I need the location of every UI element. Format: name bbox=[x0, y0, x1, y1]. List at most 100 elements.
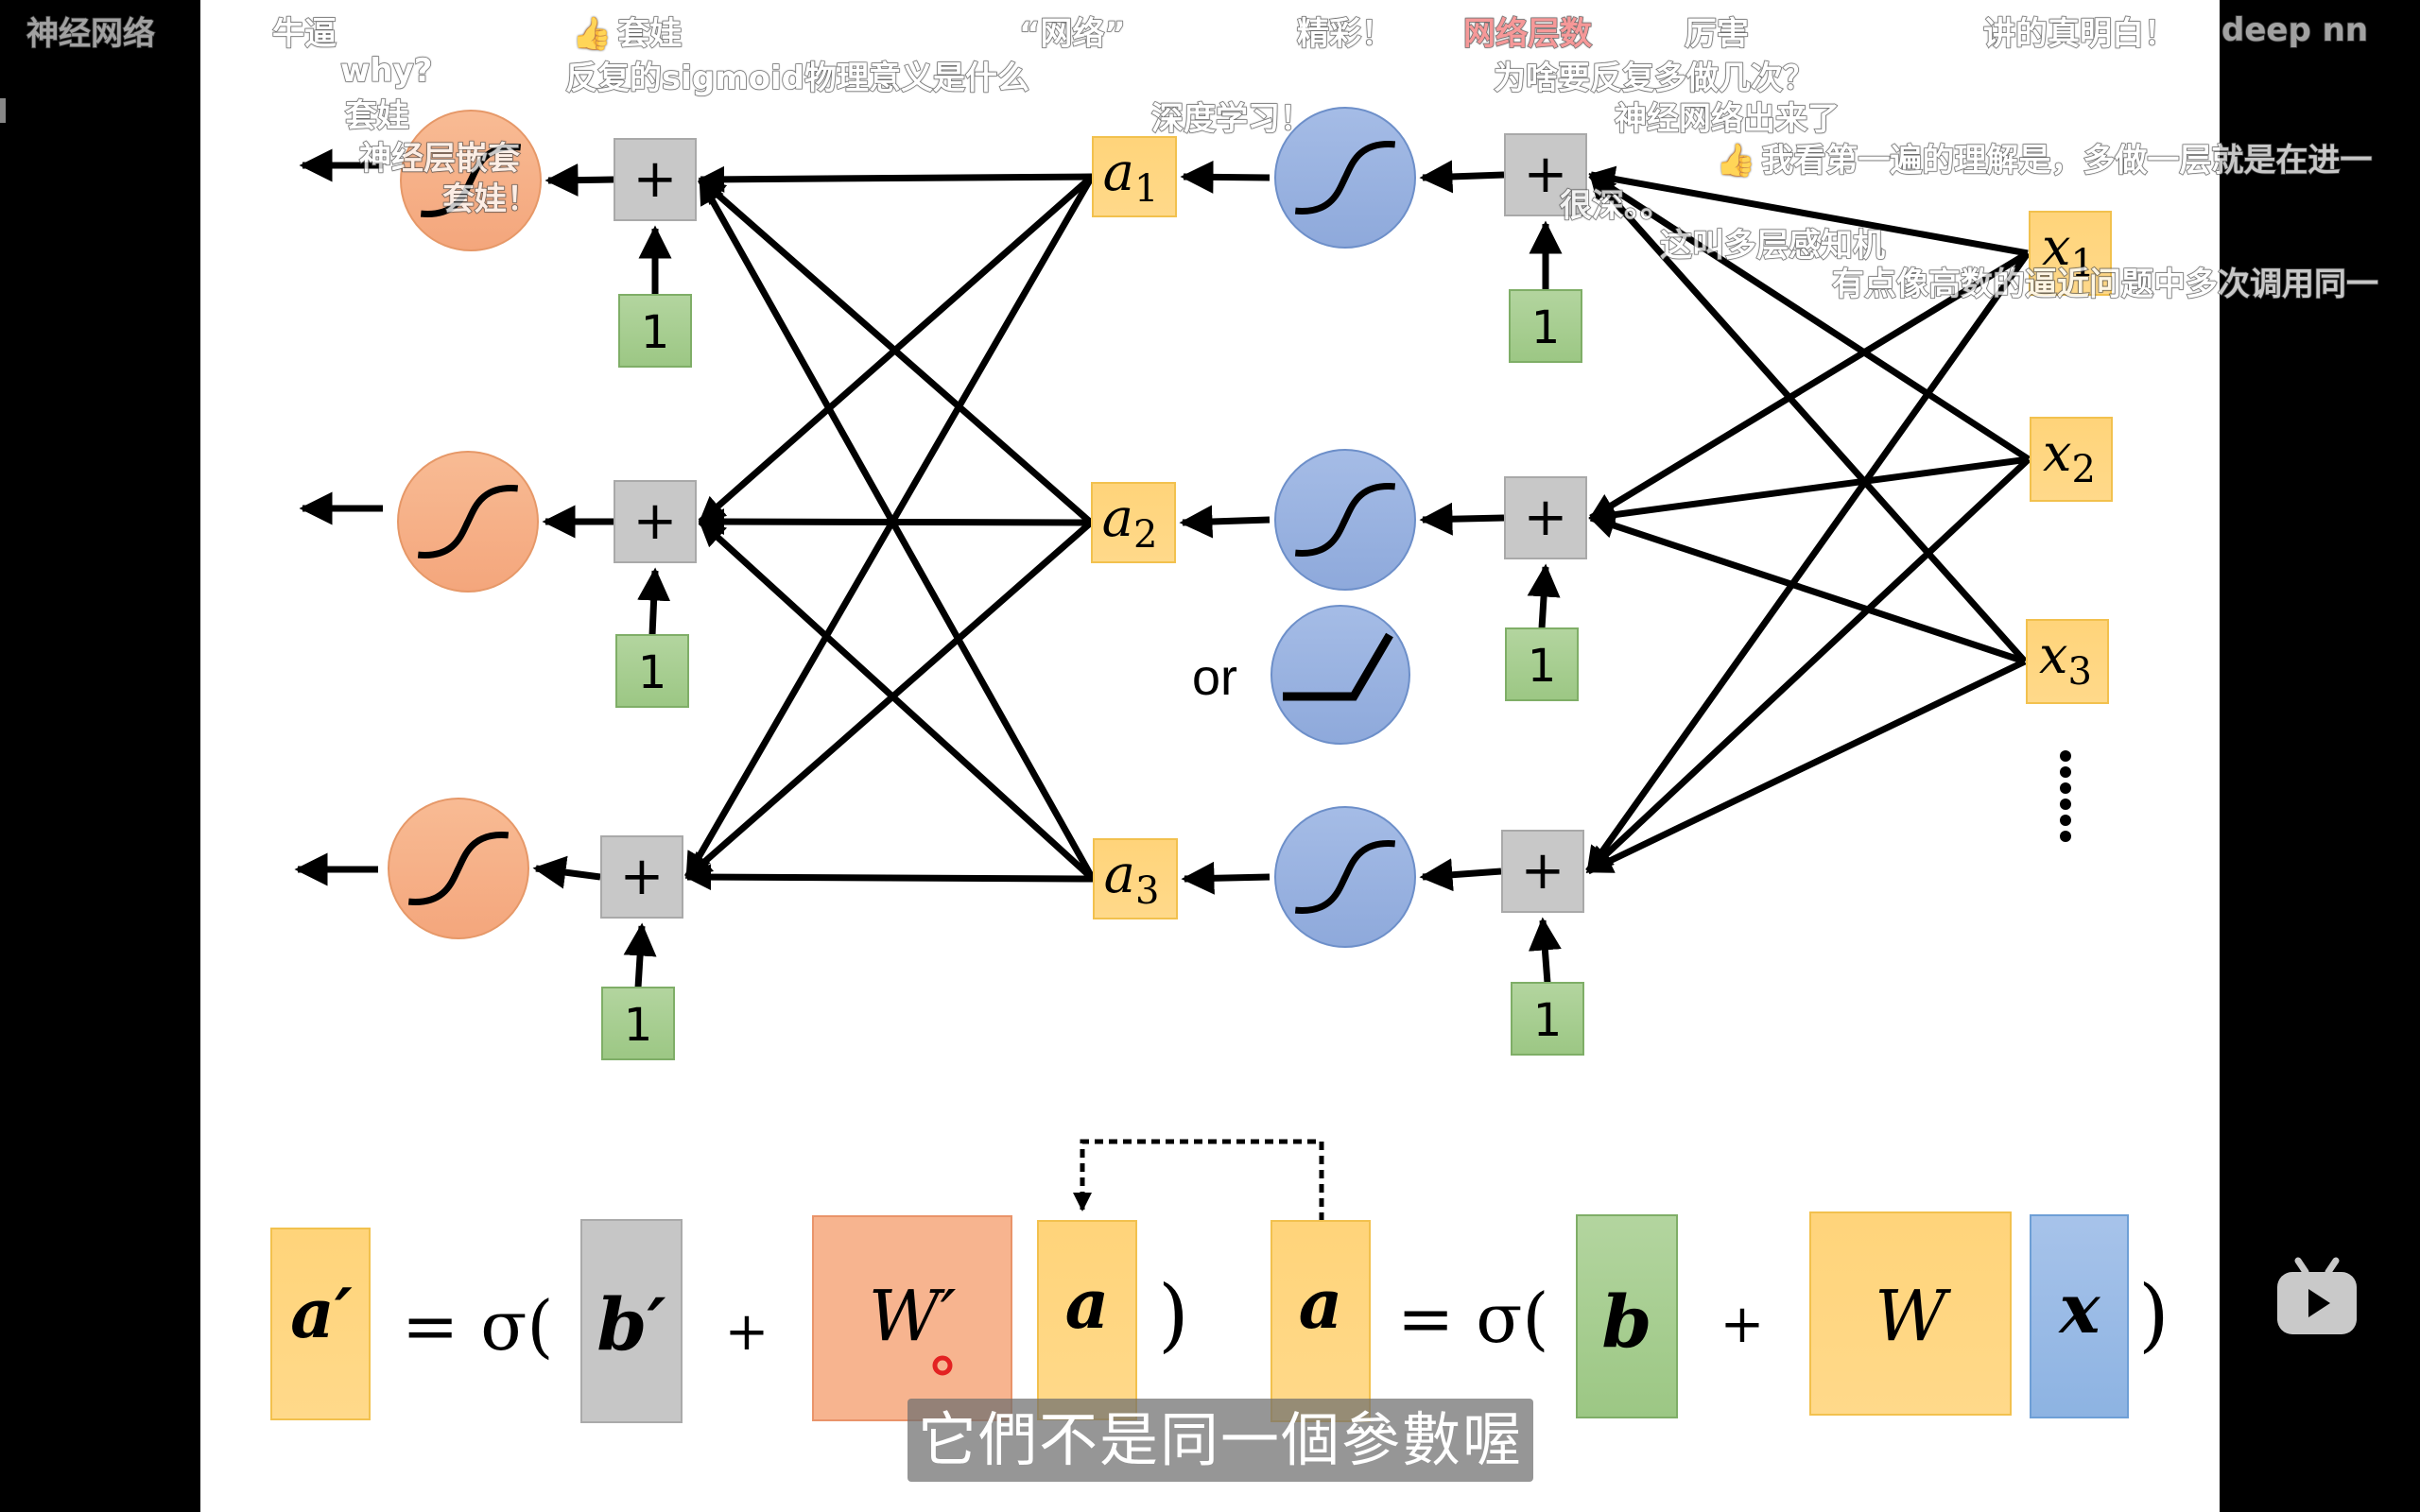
danmaku-text: 有点像高数的逼近问题中多次调用同一 bbox=[1831, 265, 2379, 304]
edge-input-3-to-sum1-2 bbox=[1588, 512, 2027, 665]
layer2-bias-arrow bbox=[623, 922, 657, 988]
eq-b: b bbox=[1601, 1280, 1651, 1364]
danmaku-text: 神经网络出来了 bbox=[1614, 99, 1841, 139]
danmaku-text: 网络层数 bbox=[1462, 14, 1593, 54]
input-node-label: x2 bbox=[2043, 423, 2096, 491]
danmaku-text: 我看第一遍的理解是，多做一层就是在进一 bbox=[1761, 141, 2374, 180]
layer2-sum-node-2 bbox=[614, 480, 697, 563]
sigmoid-icon bbox=[1294, 483, 1396, 557]
danmaku-comment[interactable]: 神经网络出来了 bbox=[1614, 93, 1841, 139]
danmaku-comment[interactable]: 深度学习！ bbox=[1150, 93, 1313, 139]
layer1-bias-node-3 bbox=[1511, 982, 1584, 1056]
danmaku-text: 反复的sigmoid物理意义是什么 bbox=[564, 59, 1030, 98]
eq-right-close: ) bbox=[2138, 1268, 2169, 1361]
layer2-bias-node-1 bbox=[618, 294, 692, 368]
bias-value: 1 bbox=[641, 306, 670, 359]
ellipsis-dot bbox=[2060, 831, 2071, 842]
layer1-sum-node-3 bbox=[1501, 830, 1584, 913]
danmaku-comment[interactable]: 神经层嵌套 bbox=[358, 132, 521, 179]
danmaku-comment[interactable]: 反复的sigmoid物理意义是什么 bbox=[564, 52, 1030, 98]
eq-x-box bbox=[2030, 1214, 2129, 1418]
layer2-bias-node-2 bbox=[615, 634, 689, 708]
danmaku-comment[interactable]: 👍套娃 bbox=[572, 8, 683, 54]
edge-hidden-3-to-sum2-2 bbox=[698, 519, 1096, 882]
eq-left-plus: + bbox=[725, 1301, 769, 1363]
danmaku-comment[interactable]: 套娃！ bbox=[441, 173, 540, 219]
input-node-1 bbox=[2029, 211, 2112, 296]
plus-icon: + bbox=[1524, 487, 1568, 548]
eq-a-left: a bbox=[1065, 1263, 1110, 1344]
eq-b-prime: b′ bbox=[596, 1282, 666, 1366]
relu-node bbox=[1270, 605, 1410, 745]
danmaku-comment[interactable]: 很深。。 bbox=[1559, 180, 1673, 226]
edge-input-1-to-sum1-1 bbox=[1588, 165, 2029, 257]
eq-w-box bbox=[1809, 1211, 2012, 1416]
equation: a′ = σ( b′ + W′ a ) a = σ( b + W x ) bbox=[270, 1139, 2169, 1423]
subtitle: 它們不是同一個參數喔 bbox=[908, 1399, 1533, 1482]
danmaku-comment[interactable]: 套娃 bbox=[344, 90, 410, 136]
danmaku-comment[interactable]: 这叫多层感知机 bbox=[1659, 219, 1886, 266]
danmaku-comment[interactable]: 精彩！ bbox=[1296, 8, 1394, 54]
sigmoid-icon bbox=[1294, 840, 1396, 914]
danmaku-comment[interactable]: “网络” bbox=[1018, 8, 1126, 54]
edge-hidden-2-to-sum2-1 bbox=[698, 177, 1094, 525]
danmaku-comment[interactable]: why? bbox=[339, 51, 433, 91]
danmaku-text: 套娃 bbox=[617, 14, 683, 54]
thumbs-up-icon: 👍 bbox=[572, 15, 613, 53]
eq-b-box bbox=[1576, 1214, 1678, 1418]
plus-icon: + bbox=[620, 846, 665, 907]
danmaku-comment[interactable]: 讲的真明白！ bbox=[1982, 8, 2177, 54]
edge-input-3-to-sum1-3 bbox=[1585, 658, 2027, 875]
bilibili-tv-icon[interactable] bbox=[2273, 1257, 2360, 1338]
danmaku-comment[interactable]: 牛逼 bbox=[271, 8, 337, 54]
activation-to-hidden-arrow bbox=[1181, 861, 1270, 895]
ellipsis-dot bbox=[2060, 766, 2071, 778]
layer1-sum-to-activation-arrow bbox=[1419, 858, 1502, 892]
layer2-sum-node-1 bbox=[614, 138, 697, 221]
input-node-2 bbox=[2030, 417, 2113, 502]
edge-input-2-to-sum1-1 bbox=[1588, 172, 2031, 462]
danmaku-text: 厉害 bbox=[1684, 14, 1750, 54]
danmaku-comment[interactable]: deep nn bbox=[2221, 10, 2369, 50]
hidden-node-3 bbox=[1093, 838, 1178, 919]
input-node-3 bbox=[2026, 619, 2109, 704]
eq-a-box-left bbox=[1037, 1220, 1137, 1420]
hidden-node-2 bbox=[1091, 482, 1176, 563]
danmaku-text: 讲的真明白！ bbox=[1982, 14, 2177, 54]
danmaku-text: deep nn bbox=[2221, 10, 2369, 50]
plus-icon: + bbox=[633, 490, 678, 552]
danmaku-comment[interactable]: 厉害 bbox=[1684, 8, 1750, 54]
danmaku-comment[interactable]: 为啥要反复多做几次？ bbox=[1493, 52, 1816, 98]
danmaku-text: 套娃 bbox=[344, 96, 410, 136]
danmaku-comment[interactable]: 👍我看第一遍的理解是，多做一层就是在进一 bbox=[1716, 134, 2374, 180]
layer1-sum-node-1 bbox=[1504, 133, 1587, 216]
edge-input-2-to-sum1-3 bbox=[1585, 456, 2031, 874]
danmaku-text: 神经网络 bbox=[26, 14, 156, 54]
danmaku-comment[interactable]: 网络层数 bbox=[1462, 8, 1593, 54]
sigmoid-icon bbox=[417, 485, 519, 558]
danmaku-comment[interactable]: 神经网络 bbox=[26, 8, 156, 54]
layer1-bias-node-1 bbox=[1509, 289, 1582, 363]
plus-icon: + bbox=[1521, 840, 1565, 902]
first-layer: +1+1+1 bbox=[1274, 107, 1587, 1056]
eq-w: W bbox=[1875, 1276, 1952, 1357]
sigmoid-icon bbox=[407, 832, 510, 905]
plus-icon: + bbox=[1524, 144, 1568, 205]
danmaku-text: 牛逼 bbox=[271, 14, 337, 54]
edge-hidden-1-to-sum2-3 bbox=[683, 175, 1096, 880]
input-node-label: x1 bbox=[2042, 217, 2095, 285]
danmaku-text: 深度学习！ bbox=[1150, 99, 1313, 139]
edge-input-1-to-sum1-3 bbox=[1585, 250, 2031, 874]
layer1-bias-arrow bbox=[1527, 563, 1561, 629]
layer2-bias-node-3 bbox=[601, 987, 675, 1060]
input-node-label: x3 bbox=[2039, 626, 2092, 694]
input-nodes: x1 x2 x3 bbox=[2026, 211, 2113, 704]
edge-hidden-2-to-sum2-3 bbox=[684, 520, 1094, 880]
relu-icon bbox=[1283, 632, 1393, 701]
ellipsis-dot bbox=[2060, 799, 2071, 810]
bias-value: 1 bbox=[1528, 640, 1557, 693]
input-ellipsis bbox=[2060, 750, 2071, 842]
danmaku-comment[interactable]: 有点像高数的逼近问题中多次调用同一 bbox=[1831, 258, 2379, 304]
